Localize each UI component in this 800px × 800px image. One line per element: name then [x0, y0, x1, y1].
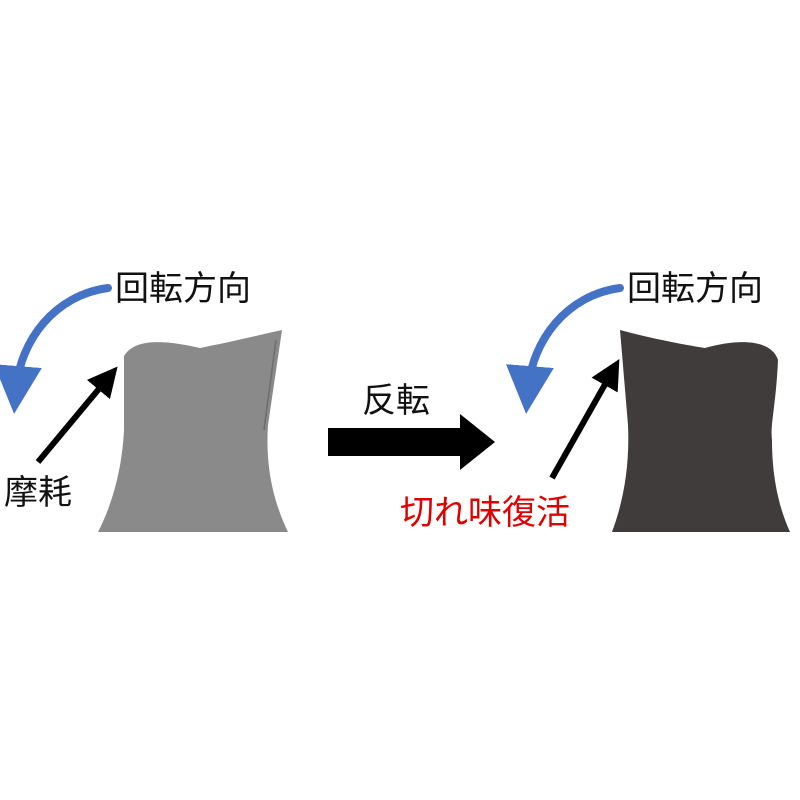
transition: 反転	[328, 381, 495, 470]
sharpness-restored-label: 切れ味復活	[400, 493, 570, 533]
wear-pointer-arrow	[35, 366, 118, 464]
sharpness-pointer-arrow	[549, 358, 620, 480]
left-blade-edge-line	[263, 339, 277, 431]
left-rotation-label: 回転方向	[115, 269, 251, 309]
left-rotation-arrow	[0, 284, 112, 414]
left-worn-blade	[98, 330, 288, 532]
left-panel: 回転方向 摩耗	[0, 269, 288, 532]
flip-arrow	[328, 414, 495, 470]
flip-label: 反転	[362, 381, 430, 421]
right-sharpened-blade	[612, 330, 790, 532]
right-rotation-label: 回転方向	[627, 269, 763, 309]
wear-label: 摩耗	[4, 473, 72, 513]
right-panel: 回転方向 切れ味復活	[400, 269, 790, 533]
right-rotation-arrow	[506, 284, 624, 414]
